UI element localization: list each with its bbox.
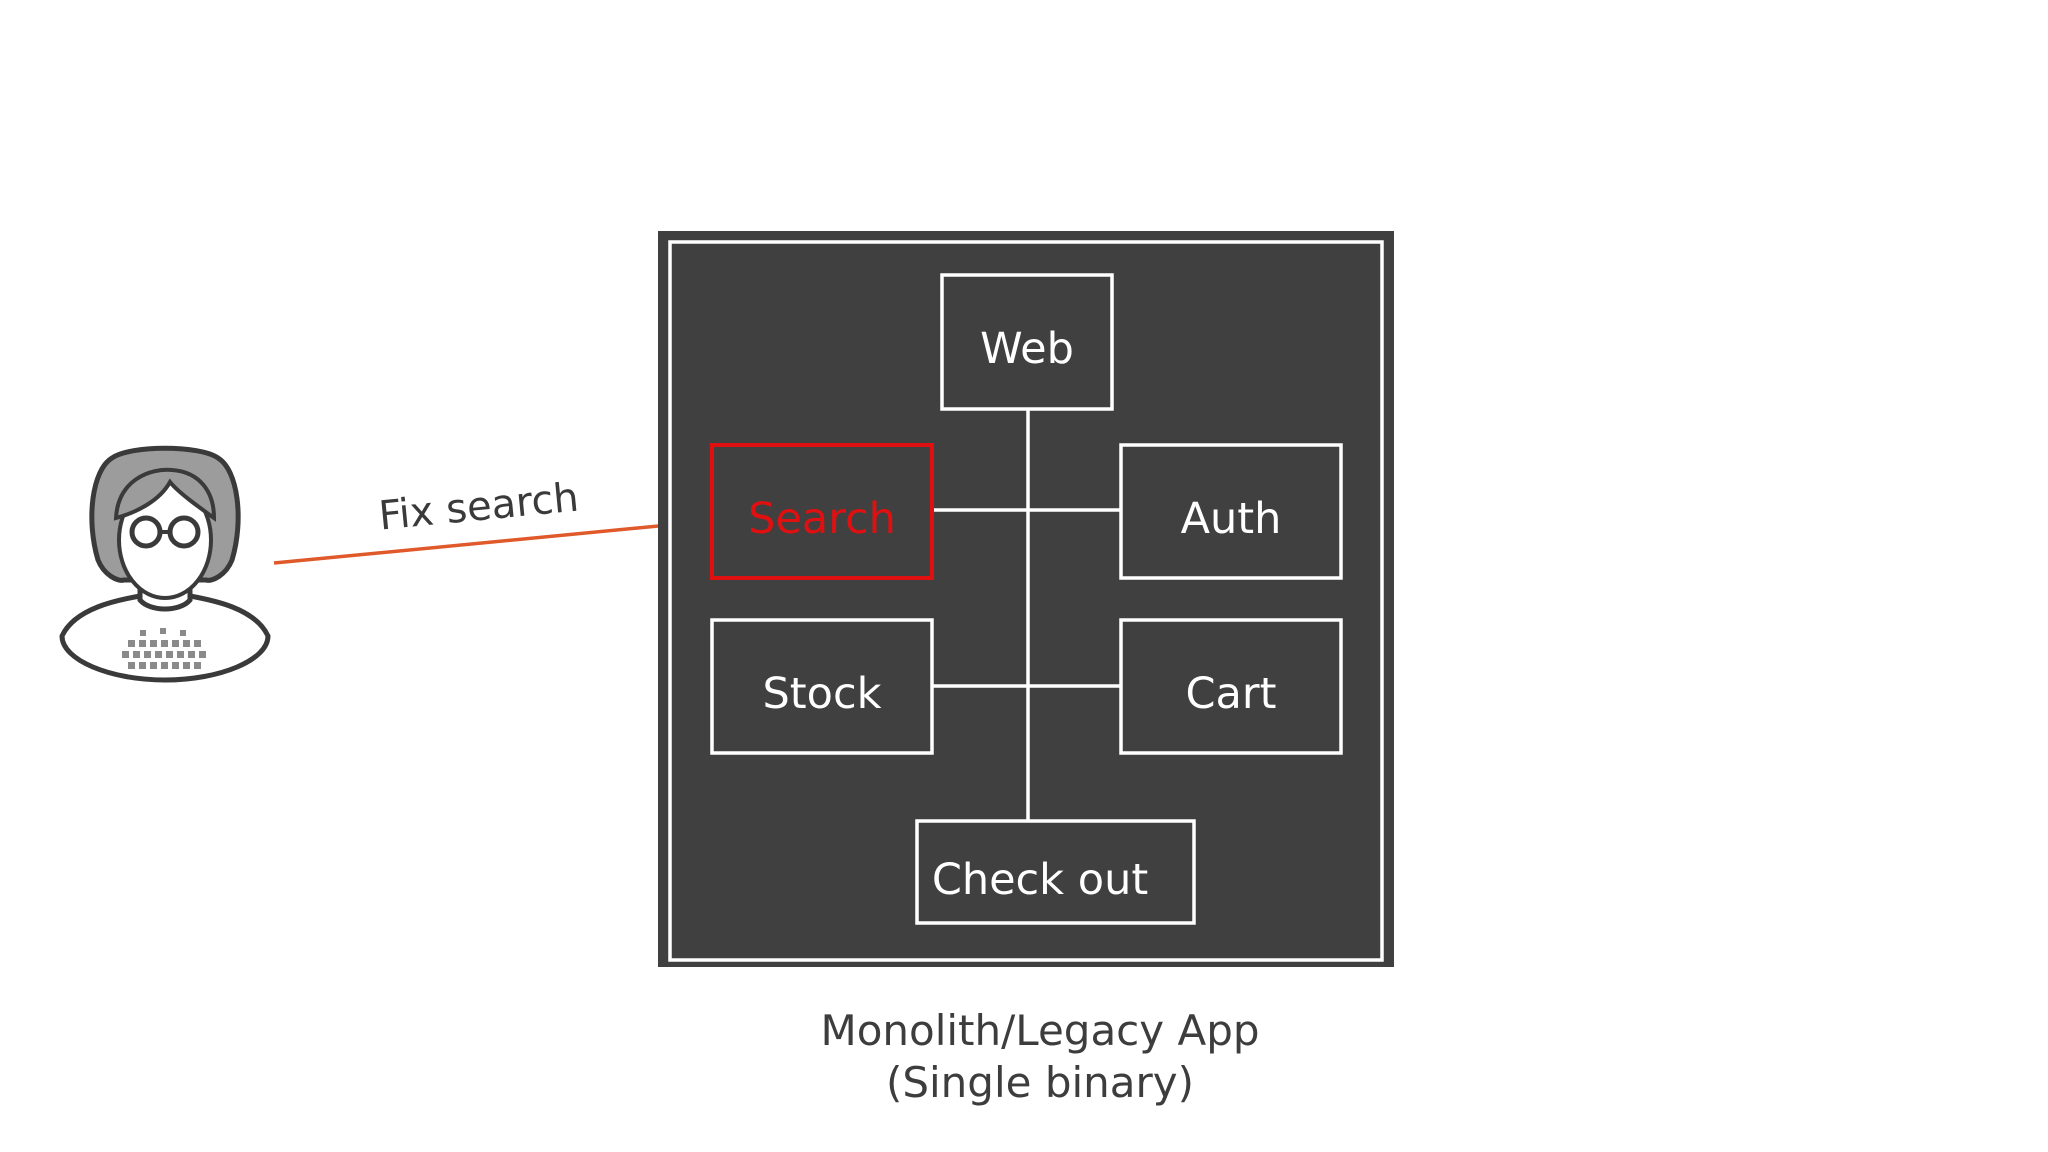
component-cart-label: Cart	[1186, 669, 1277, 719]
component-checkout-label: Check out	[932, 855, 1148, 905]
fix-search-label: Fix search	[377, 475, 581, 540]
fix-search-arrow	[273, 518, 702, 565]
monolith-caption: Monolith/Legacy App (Single binary)	[730, 1005, 1350, 1109]
component-search-label: Search	[748, 494, 896, 544]
monolith-caption-line1: Monolith/Legacy App	[820, 1006, 1260, 1055]
component-search: Search	[710, 443, 934, 580]
monolith-caption-line2: (Single binary)	[885, 1058, 1195, 1107]
component-checkout: Check out	[915, 819, 1196, 925]
component-stock-label: Stock	[762, 669, 881, 719]
component-web-label: Web	[980, 324, 1074, 374]
developer-person-icon	[59, 445, 271, 683]
monolith-inner-border	[668, 240, 1384, 962]
component-stock: Stock	[710, 618, 934, 755]
component-auth: Auth	[1119, 443, 1343, 580]
component-web: Web	[940, 273, 1114, 411]
component-cart: Cart	[1119, 618, 1343, 755]
connector-lines	[932, 409, 1121, 821]
component-auth-label: Auth	[1181, 494, 1282, 544]
